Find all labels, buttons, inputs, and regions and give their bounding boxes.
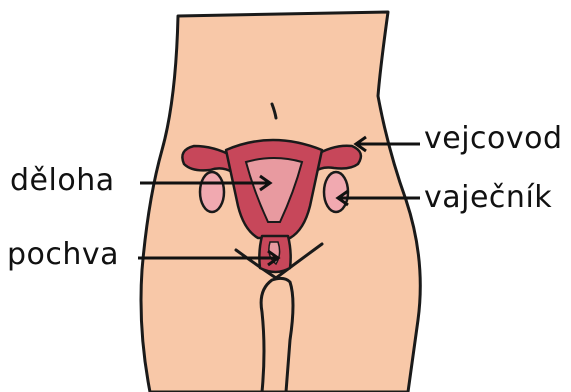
left-ovary bbox=[200, 172, 224, 212]
label-ovary: vaječník bbox=[424, 183, 552, 213]
label-uterus: děloha bbox=[10, 166, 115, 196]
label-vagina: pochva bbox=[7, 240, 119, 270]
label-fallopian-tube: vejcovod bbox=[424, 124, 563, 154]
